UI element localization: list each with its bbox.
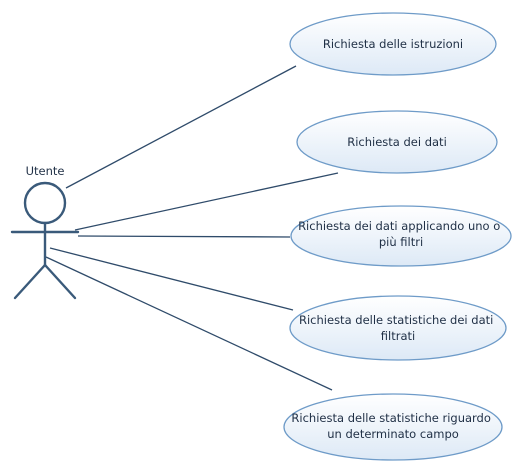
association-line-2 [74,172,339,231]
association-line-3 [77,235,291,238]
association-line-5 [45,256,333,391]
use-case-label: Richiesta dei dati [347,135,447,149]
use-case-4[interactable]: Richiesta delle statistiche dei dati fil… [289,295,507,361]
use-case-ellipse [290,205,512,267]
use-case-label: Richiesta delle statistiche riguardo un … [291,411,494,441]
use-case-label-line: un determinato campo [327,427,459,441]
association-line-4 [49,247,294,311]
use-case-ellipse [289,12,497,76]
use-case-label-line: Richiesta delle istruzioni [323,37,463,51]
actor-label: Utente [26,164,65,178]
associations [45,65,339,391]
actor-right-leg [43,263,77,300]
association-line-1 [65,65,297,189]
use-case-label-line: Richiesta dei dati [347,135,447,149]
actor-head [23,181,67,225]
use-case-label: Richiesta dei dati applicando uno o più … [298,219,504,249]
use-case-label-line: filtrati [381,329,415,343]
use-case-label-line: Richiesta delle statistiche riguardo [291,411,490,425]
use-case-label: Richiesta delle istruzioni [323,37,463,51]
use-case-5[interactable]: Richiesta delle statistiche riguardo un … [283,393,503,461]
use-case-label-line: Richiesta delle statistiche dei dati [299,313,493,327]
actor-utente[interactable]: Utente [10,164,80,300]
use-case-label-line: più filtri [379,235,423,249]
use-case-1[interactable]: Richiesta delle istruzioni [289,12,497,76]
use-case-ellipse [289,295,507,361]
actor-left-leg [13,263,47,300]
use-case-ellipse [296,110,498,174]
use-case-label: Richiesta delle statistiche dei dati fil… [299,313,497,343]
use-case-3[interactable]: Richiesta dei dati applicando uno o più … [290,205,512,267]
use-case-label-line: Richiesta dei dati applicando uno o [298,219,500,233]
use-case-2[interactable]: Richiesta dei dati [296,110,498,174]
use-case-ellipse [283,393,503,461]
